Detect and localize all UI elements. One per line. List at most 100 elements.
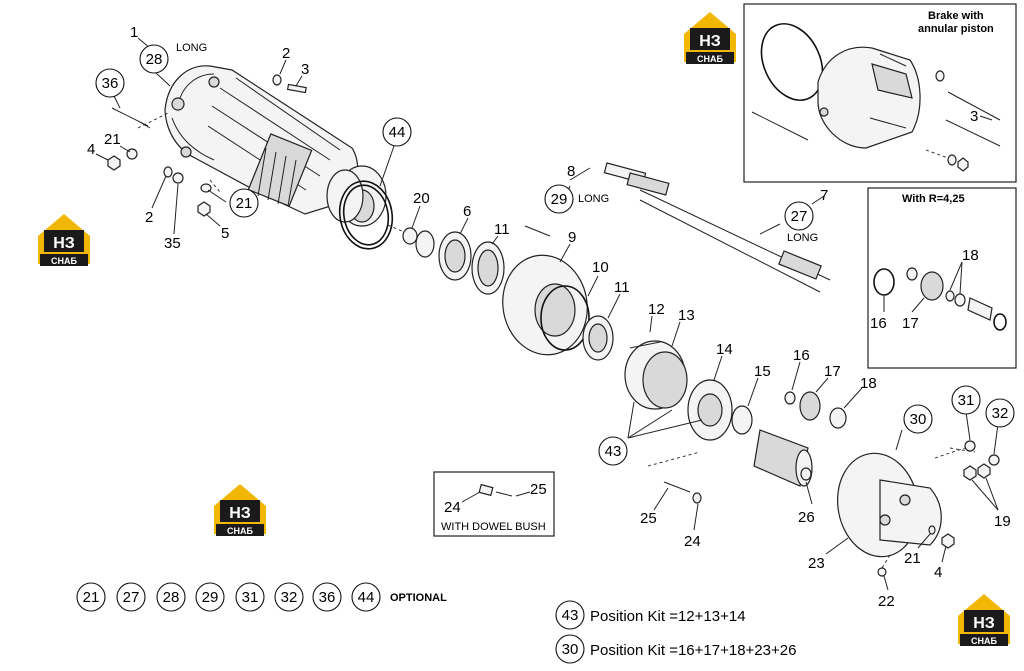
callout-30 (903, 404, 933, 434)
assembly-centerlines (137, 111, 976, 569)
label-26: 26 (798, 509, 815, 526)
label-44: 44 (389, 124, 406, 141)
optional-item-29: 29 (202, 589, 219, 606)
label-31: 31 (958, 392, 975, 409)
label-14: 14 (716, 341, 733, 358)
label-11-upper: 11 (494, 221, 510, 238)
kit-text-43: Position Kit =12+13+14 (590, 608, 746, 625)
inset-brake-title-1: Brake with (928, 10, 984, 22)
label-2-lower: 2 (145, 209, 153, 226)
inset-ratio-label-18: 18 (962, 247, 979, 264)
label-29: 29 (551, 191, 568, 208)
label-18: 18 (860, 375, 877, 392)
callout-31 (951, 385, 981, 415)
brand-logo-top: НЗ СНАБ (684, 12, 736, 64)
inset-brake-annular-piston: Brake with annular piston 3 (743, 3, 1017, 183)
svg-text:НЗ: НЗ (53, 235, 75, 252)
callout-43 (598, 436, 628, 466)
seal-ring-44 (338, 180, 394, 250)
label-2-top: 2 (282, 45, 290, 62)
inset-dowel-caption: WITH DOWEL BUSH (441, 521, 546, 533)
label-24-main: 24 (684, 533, 701, 550)
label-21-mid: 21 (236, 195, 253, 212)
svg-text:СНАБ: СНАБ (697, 54, 723, 64)
optional-item-36: 36 (319, 589, 336, 606)
label-21-left: 21 (104, 131, 121, 148)
sun-gear-group (753, 391, 847, 487)
callout-21 (229, 188, 259, 218)
callout-bubbles (95, 44, 1015, 466)
svg-text:НЗ: НЗ (973, 615, 995, 632)
brand-logo-middle: НЗ СНАБ (214, 484, 266, 536)
callout-29 (544, 184, 574, 214)
optional-item-21: 21 (83, 589, 100, 606)
label-17: 17 (824, 363, 841, 380)
label-6: 6 (463, 203, 471, 220)
label-20: 20 (413, 190, 430, 207)
label-30: 30 (910, 411, 927, 428)
label-23: 23 (808, 555, 825, 572)
optional-legend: 21 27 28 29 31 32 36 44 OPTIONAL (76, 582, 447, 612)
label-43: 43 (605, 443, 622, 460)
svg-text:СНАБ: СНАБ (51, 256, 77, 266)
wheel-hub-23 (800, 452, 942, 558)
callout-36 (95, 68, 125, 98)
svg-text:СНАБ: СНАБ (971, 636, 997, 646)
label-32: 32 (992, 405, 1009, 422)
label-long-28: LONG (176, 42, 207, 54)
label-11-lower: 11 (614, 279, 630, 296)
inset-ratio-label-16: 16 (870, 315, 887, 332)
label-25-main: 25 (640, 510, 657, 527)
bearing-group-left (402, 227, 505, 295)
kit-legend: 43 Position Kit =12+13+14 30 Position Ki… (555, 600, 796, 664)
kit-ref-43: 43 (562, 607, 579, 624)
label-10: 10 (592, 259, 609, 276)
label-36: 36 (102, 75, 119, 92)
label-long-29: LONG (578, 193, 609, 205)
svg-text:СНАБ: СНАБ (227, 526, 253, 536)
part-labels: 1 28 LONG 2 3 36 21 4 2 35 21 5 44 20 6 … (87, 24, 1011, 610)
optional-item-44: 44 (358, 589, 375, 606)
callout-28 (139, 44, 169, 74)
callout-27 (784, 201, 814, 231)
brand-logo-bottom-right: НЗ СНАБ (958, 594, 1010, 646)
optional-item-32: 32 (281, 589, 298, 606)
label-28: 28 (146, 51, 163, 68)
label-3-top: 3 (301, 61, 309, 78)
optional-item-27: 27 (123, 589, 140, 606)
optional-item-28: 28 (163, 589, 180, 606)
inset-ratio-title: With R=4,25 (902, 193, 965, 205)
kit-text-30: Position Kit =16+17+18+23+26 (590, 642, 796, 659)
optional-label: OPTIONAL (390, 592, 447, 604)
inset-ratio-label-17: 17 (902, 315, 919, 332)
ring-gear-13 (624, 340, 753, 441)
inset-dowel-bush: 24 25 WITH DOWEL BUSH (433, 471, 555, 537)
label-22: 22 (878, 593, 895, 610)
leader-lines (95, 37, 999, 591)
inset-ratio-4-25: With R=4,25 18 16 17 (867, 187, 1017, 369)
svg-text:НЗ: НЗ (229, 505, 251, 522)
label-21-right: 21 (904, 550, 921, 567)
label-4-left: 4 (87, 141, 95, 158)
label-long-27: LONG (787, 232, 818, 244)
fasteners-right (663, 440, 1000, 577)
drive-shaft-27 (524, 162, 831, 293)
label-27: 27 (791, 208, 808, 225)
fasteners-left (107, 74, 307, 217)
callout-44 (382, 117, 412, 147)
label-15: 15 (754, 363, 771, 380)
axle-housing (164, 65, 387, 227)
label-13: 13 (678, 307, 695, 324)
label-9: 9 (568, 229, 576, 246)
label-4-right: 4 (934, 564, 942, 581)
brand-logo-left: НЗ СНАБ (38, 214, 90, 266)
label-12: 12 (648, 301, 665, 318)
hub-carrier-9 (502, 254, 614, 361)
kit-ref-30: 30 (562, 641, 579, 658)
svg-text:НЗ: НЗ (699, 33, 721, 50)
label-8: 8 (567, 163, 575, 180)
label-1: 1 (130, 24, 138, 41)
inset-dowel-label-25: 25 (530, 481, 547, 498)
